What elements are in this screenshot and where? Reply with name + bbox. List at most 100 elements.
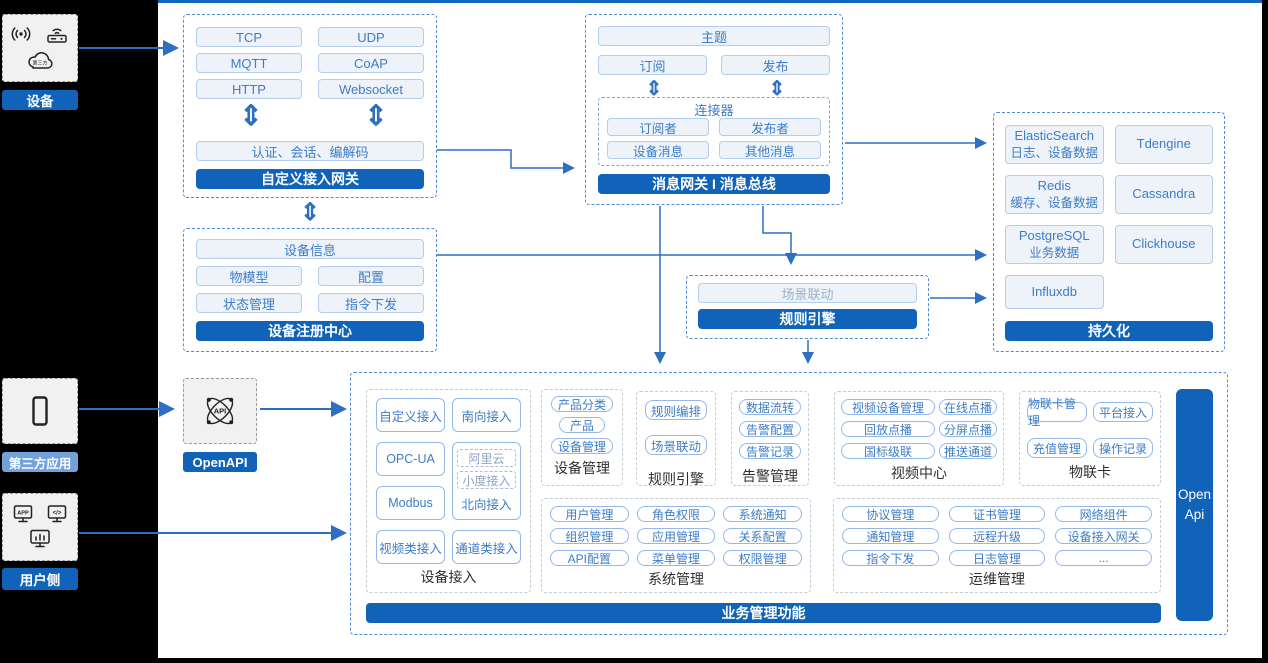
code-icon-label: </> [53,510,62,516]
bus-arrow-gap [598,75,830,97]
section-label: 系统管理 [648,571,704,587]
section-system-mgmt: 用户管理 角色权限 系统通知 组织管理 应用管理 关系配置 API配置 菜单管理… [541,498,811,593]
pill-perm-mgmt: 权限管理 [723,550,802,566]
device-icon-row [10,23,70,45]
store-name: PostgreSQL [1018,228,1090,244]
pill-command-send: 指令下发 [842,550,939,566]
pill-scene-linkage: 场景联动 [644,435,708,455]
pill-relation-config: 关系配置 [723,528,802,544]
store-desc: 缓存、设备数据 [1010,196,1098,211]
device-info-pill: 设备信息 [196,239,424,259]
store-name: Influxdb [1031,283,1078,299]
persistence-box: ElasticSearch 日志、设备数据 Tdengine Redis 缓存、… [993,112,1225,352]
pill-remote-upgrade: 远程升级 [948,528,1046,544]
pill-product: 产品 [558,417,606,433]
pill-product-category: 产品分类 [551,396,613,412]
pill-protocol-mgmt: 协议管理 [842,506,939,522]
third-party-icon-box [2,378,78,444]
updown-arrow-icon: ⇕ [768,78,786,100]
pill-menu-mgmt: 菜单管理 [636,550,716,566]
pill-gb-cascade: 国标级联 [841,443,935,459]
north-pill-aliyun: 阿里云 [457,449,516,467]
custom-gateway-box: TCP UDP MQTT CoAP HTTP Websocket 认证、会话、编… [183,14,437,198]
device-access-grid: 自定义接入 南向接入 OPC-UA 阿里云 小度接入 北向接入 Modbus 视… [376,398,521,564]
protocol-grid: TCP UDP MQTT CoAP HTTP Websocket [196,27,424,99]
pill-push-channel: 推送通道 [939,443,997,459]
pill-app-mgmt: 应用管理 [636,528,716,544]
third-party-cloud-icon: 第三方 [28,52,53,69]
message-bus-title-bar: 消息网关 I 消息总线 [598,174,830,194]
connector-pill-publisher: 发布者 [719,118,821,136]
pill-playback: 回放点播 [841,421,935,437]
open-api-vertical-bar: Open Api [1176,389,1213,621]
pill-alarm-record: 告警记录 [738,443,802,459]
updown-arrow-icon: ⇕ [364,100,388,131]
store-cassandra: Cassandra [1114,175,1213,215]
system-grid: 用户管理 角色权限 系统通知 组织管理 应用管理 关系配置 API配置 菜单管理… [550,506,802,566]
updown-arrow-icon: ⇕ [239,100,263,131]
app-icon-label: APP [17,510,29,516]
section-rule-engine: 规则编排 场景联动 规则引擎 [636,391,716,487]
pill-iot-card-mgmt: 物联卡管理 [1027,397,1087,428]
access-pill-south: 南向接入 [452,398,521,432]
openapi-icon-box: API [183,378,257,444]
protocol-pill-http: HTTP [196,79,302,99]
persistence-title-bar: 持久化 [1005,321,1213,342]
broadcast-icon [11,27,31,41]
access-pill-channel: 通道类接入 [452,530,521,564]
registry-grid: 物模型 配置 状态管理 指令下发 [196,266,424,313]
device-registry-title-bar: 设备注册中心 [196,321,424,341]
registry-pill-command: 指令下发 [318,293,424,313]
device-label: 设备 [2,90,78,110]
connector-pill-device-msg: 设备消息 [607,141,709,159]
business-box: 自定义接入 南向接入 OPC-UA 阿里云 小度接入 北向接入 Modbus 视… [350,372,1228,635]
protocol-pill-websocket: Websocket [318,79,424,99]
subscribe-pill: 订阅 [598,55,707,75]
video-grid: 视频设备管理 在线点播 回放点播 分屏点播 国标级联 推送通道 [841,399,997,459]
section-label: 物联卡 [1069,464,1111,480]
section-label: 设备管理 [554,460,610,476]
ops-grid: 协议管理 证书管理 网络组件 通知管理 远程升级 设备接入网关 指令下发 日志管… [842,506,1152,566]
dashboard-monitor-icon [30,529,50,548]
store-desc: 业务数据 [1029,246,1080,261]
rule-engine-title-bar: 规则引擎 [698,309,917,329]
iot-card-grid: 物联卡管理 平台接入 充值管理 操作记录 [1027,397,1153,458]
pill-role-perm: 角色权限 [636,506,716,522]
section-label: 运维管理 [969,571,1025,587]
connector-box: 连接器 订阅者 发布者 设备消息 其他消息 [598,97,830,166]
device-icon-box: 第三方 [2,14,78,82]
message-bus-box: 主题 订阅 发布 连接器 订阅者 发布者 设备消息 其他消息 消息网关 I 消息… [585,14,843,205]
code-window-icon: </> [47,505,67,523]
registry-pill-config: 配置 [318,266,424,286]
sub-pub-row: 订阅 发布 [598,55,830,75]
user-side-label: 用户侧 [2,568,78,590]
section-device-access: 自定义接入 南向接入 OPC-UA 阿里云 小度接入 北向接入 Modbus 视… [366,389,531,593]
store-postgresql: PostgreSQL 业务数据 [1005,225,1104,265]
topic-pill: 主题 [598,26,830,46]
store-clickhouse: Clickhouse [1114,225,1213,265]
pill-user-mgmt: 用户管理 [550,506,629,522]
store-tdengine: Tdengine [1114,125,1213,165]
auth-session-codec-pill: 认证、会话、编解码 [196,141,424,161]
connector-pill-other-msg: 其他消息 [719,141,821,159]
third-party-label: 第三方应用 [2,452,78,472]
registry-pill-status: 状态管理 [196,293,302,313]
store-elasticsearch: ElasticSearch 日志、设备数据 [1005,125,1104,165]
pill-api-config: API配置 [550,550,629,566]
app-window-icon: APP [13,505,33,523]
protocol-pill-coap: CoAP [318,53,424,73]
user-side-icon-box: APP </> [2,493,78,561]
publish-pill: 发布 [721,55,830,75]
pill-data-flow: 数据流转 [738,399,802,415]
pill-video-device-mgmt: 视频设备管理 [841,399,935,415]
pill-rule-orchestration: 规则编排 [644,400,708,420]
north-pill-xiaodu: 小度接入 [457,471,516,489]
updown-arrow-icon: ⇕ [645,78,663,100]
north-access-group: 阿里云 小度接入 北向接入 [452,442,521,520]
section-ops-mgmt: 协议管理 证书管理 网络组件 通知管理 远程升级 设备接入网关 指令下发 日志管… [833,498,1161,593]
access-pill-custom: 自定义接入 [376,398,445,432]
persistence-grid: ElasticSearch 日志、设备数据 Tdengine Redis 缓存、… [1005,125,1213,310]
pill-ops-more: ... [1055,550,1152,566]
access-pill-modbus: Modbus [376,486,445,520]
